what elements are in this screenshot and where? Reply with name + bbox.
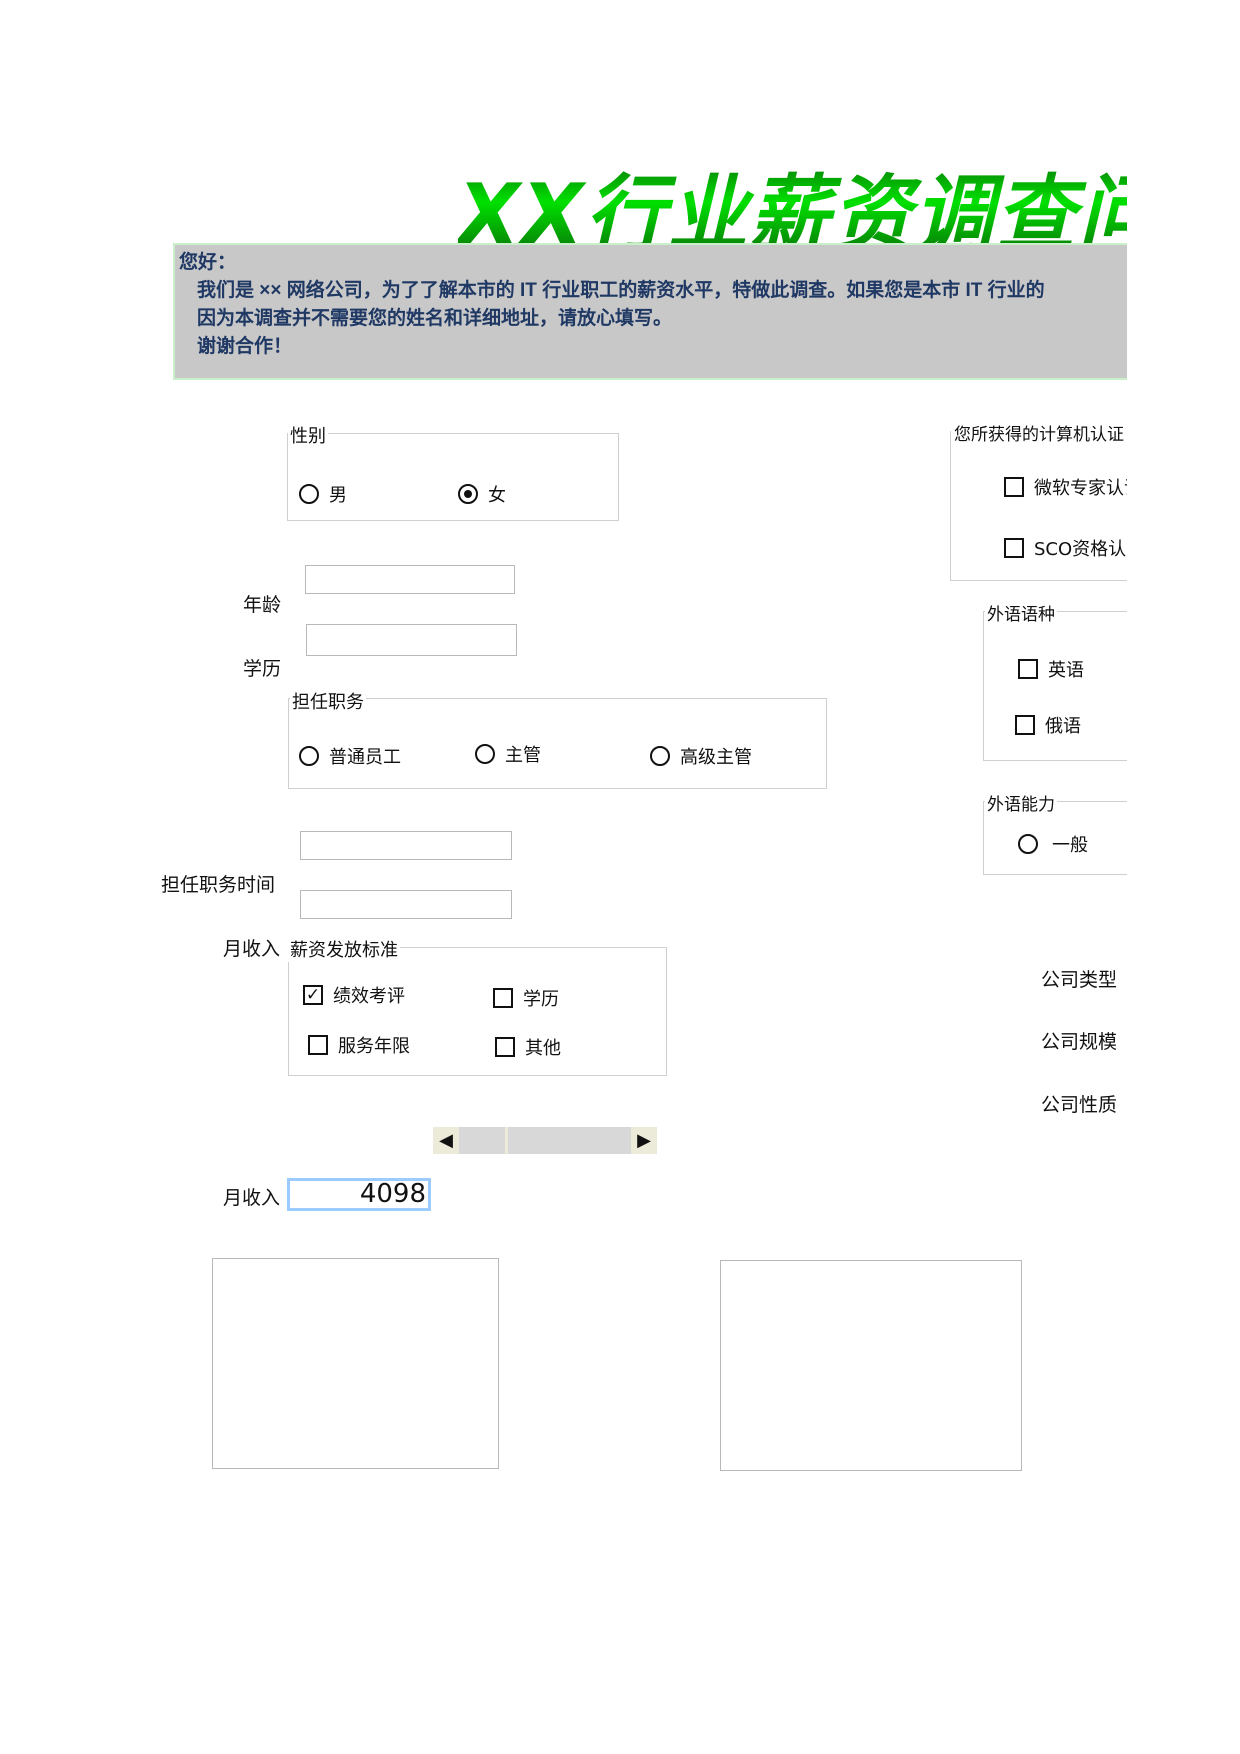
radio-button[interactable] bbox=[299, 484, 319, 504]
radio-button[interactable] bbox=[475, 744, 495, 764]
position-option[interactable]: 主管 bbox=[475, 741, 541, 767]
position-option[interactable]: 高级主管 bbox=[650, 743, 752, 769]
language-group bbox=[983, 611, 1127, 761]
scrollbar-track[interactable] bbox=[459, 1127, 631, 1154]
age-input[interactable] bbox=[305, 565, 515, 594]
intro-panel: 您好： 我们是 ×× 网络公司，为了了解本市的 IT 行业职工的薪资水平，特做此… bbox=[173, 243, 1127, 380]
checkbox[interactable] bbox=[308, 1035, 328, 1055]
position-time-input-2[interactable] bbox=[300, 890, 512, 919]
checkbox-sco-cert[interactable]: SCO资格认证 bbox=[1004, 535, 1127, 561]
position-option[interactable]: 普通员工 bbox=[299, 743, 401, 769]
certification-label: 您所获得的计算机认证 bbox=[952, 420, 1126, 445]
language-label: 外语语种 bbox=[985, 600, 1057, 625]
option-label: 一般 bbox=[1052, 835, 1088, 856]
checkbox[interactable] bbox=[1015, 715, 1035, 735]
checkbox-service-years[interactable]: 服务年限 bbox=[308, 1032, 410, 1058]
gender-group bbox=[287, 433, 619, 521]
option-label: 微软专家认证 bbox=[1034, 478, 1127, 499]
image-frame-left bbox=[212, 1258, 499, 1469]
radio-button[interactable] bbox=[1018, 834, 1038, 854]
income-scrollbar[interactable]: ◀ ▶ bbox=[433, 1127, 657, 1154]
checkbox[interactable] bbox=[1018, 659, 1038, 679]
monthly-income-label: 月收入 bbox=[223, 938, 281, 960]
option-label: 绩效考评 bbox=[333, 986, 405, 1007]
scroll-left-arrow-icon[interactable]: ◀ bbox=[433, 1127, 459, 1154]
education-input[interactable] bbox=[306, 624, 517, 656]
position-label: 担任职务 bbox=[290, 688, 366, 714]
company-type-label: 公司类型 bbox=[1041, 969, 1118, 991]
income-label: 月收入 bbox=[223, 1187, 281, 1209]
option-label: 学历 bbox=[523, 989, 559, 1010]
certification-group bbox=[950, 431, 1127, 581]
checkbox[interactable] bbox=[493, 988, 513, 1008]
option-label: 高级主管 bbox=[680, 747, 752, 768]
option-label: 男 bbox=[329, 485, 347, 506]
position-time-input-1[interactable] bbox=[300, 831, 512, 860]
checkbox-checked[interactable]: ✓ bbox=[303, 985, 323, 1005]
gender-label: 性别 bbox=[288, 422, 328, 448]
intro-greeting: 您好： bbox=[179, 252, 237, 273]
checkbox[interactable] bbox=[1004, 538, 1024, 558]
image-frame-right bbox=[720, 1260, 1022, 1471]
radio-button[interactable] bbox=[299, 746, 319, 766]
checkbox-english[interactable]: 英语 bbox=[1018, 656, 1084, 682]
checkbox-other[interactable]: 其他 bbox=[495, 1034, 561, 1060]
radio-general[interactable]: 一般 bbox=[1018, 831, 1088, 857]
gender-option-female[interactable]: 女 bbox=[458, 481, 506, 507]
salary-standard-label: 薪资发放标准 bbox=[288, 936, 400, 962]
checkbox-microsoft-cert[interactable]: 微软专家认证 bbox=[1004, 474, 1127, 500]
radio-button[interactable] bbox=[458, 484, 478, 504]
intro-line: 谢谢合作！ bbox=[197, 336, 293, 357]
age-label: 年龄 bbox=[243, 594, 282, 616]
checkbox-performance[interactable]: ✓ 绩效考评 bbox=[303, 982, 405, 1008]
position-group bbox=[288, 698, 827, 789]
radio-button[interactable] bbox=[650, 746, 670, 766]
checkbox[interactable] bbox=[495, 1037, 515, 1057]
option-label: 服务年限 bbox=[338, 1036, 410, 1057]
checkbox[interactable] bbox=[1004, 477, 1024, 497]
option-label: SCO资格认证 bbox=[1034, 539, 1127, 560]
salary-standard-group bbox=[288, 947, 667, 1076]
gender-option-male[interactable]: 男 bbox=[299, 481, 347, 507]
option-label: 其他 bbox=[525, 1038, 561, 1059]
option-label: 主管 bbox=[505, 745, 541, 766]
scrollbar-thumb[interactable] bbox=[505, 1127, 509, 1154]
intro-line: 我们是 ×× 网络公司，为了了解本市的 IT 行业职工的薪资水平，特做此调查。如… bbox=[197, 280, 1045, 301]
language-ability-label: 外语能力 bbox=[985, 790, 1057, 815]
option-label: 俄语 bbox=[1045, 716, 1081, 737]
income-value-field[interactable]: 4098 bbox=[287, 1178, 431, 1211]
company-nature-label: 公司性质 bbox=[1041, 1094, 1118, 1116]
checkbox-education[interactable]: 学历 bbox=[493, 985, 559, 1011]
education-label: 学历 bbox=[243, 658, 282, 680]
position-time-label: 担任职务时间 bbox=[161, 874, 276, 896]
option-label: 普通员工 bbox=[329, 747, 401, 768]
intro-line: 因为本调查并不需要您的姓名和详细地址，请放心填写。 bbox=[197, 308, 673, 329]
scroll-right-arrow-icon[interactable]: ▶ bbox=[631, 1127, 657, 1154]
checkbox-russian[interactable]: 俄语 bbox=[1015, 712, 1081, 738]
company-scale-label: 公司规模 bbox=[1041, 1031, 1118, 1053]
option-label: 女 bbox=[488, 485, 506, 506]
option-label: 英语 bbox=[1048, 660, 1084, 681]
